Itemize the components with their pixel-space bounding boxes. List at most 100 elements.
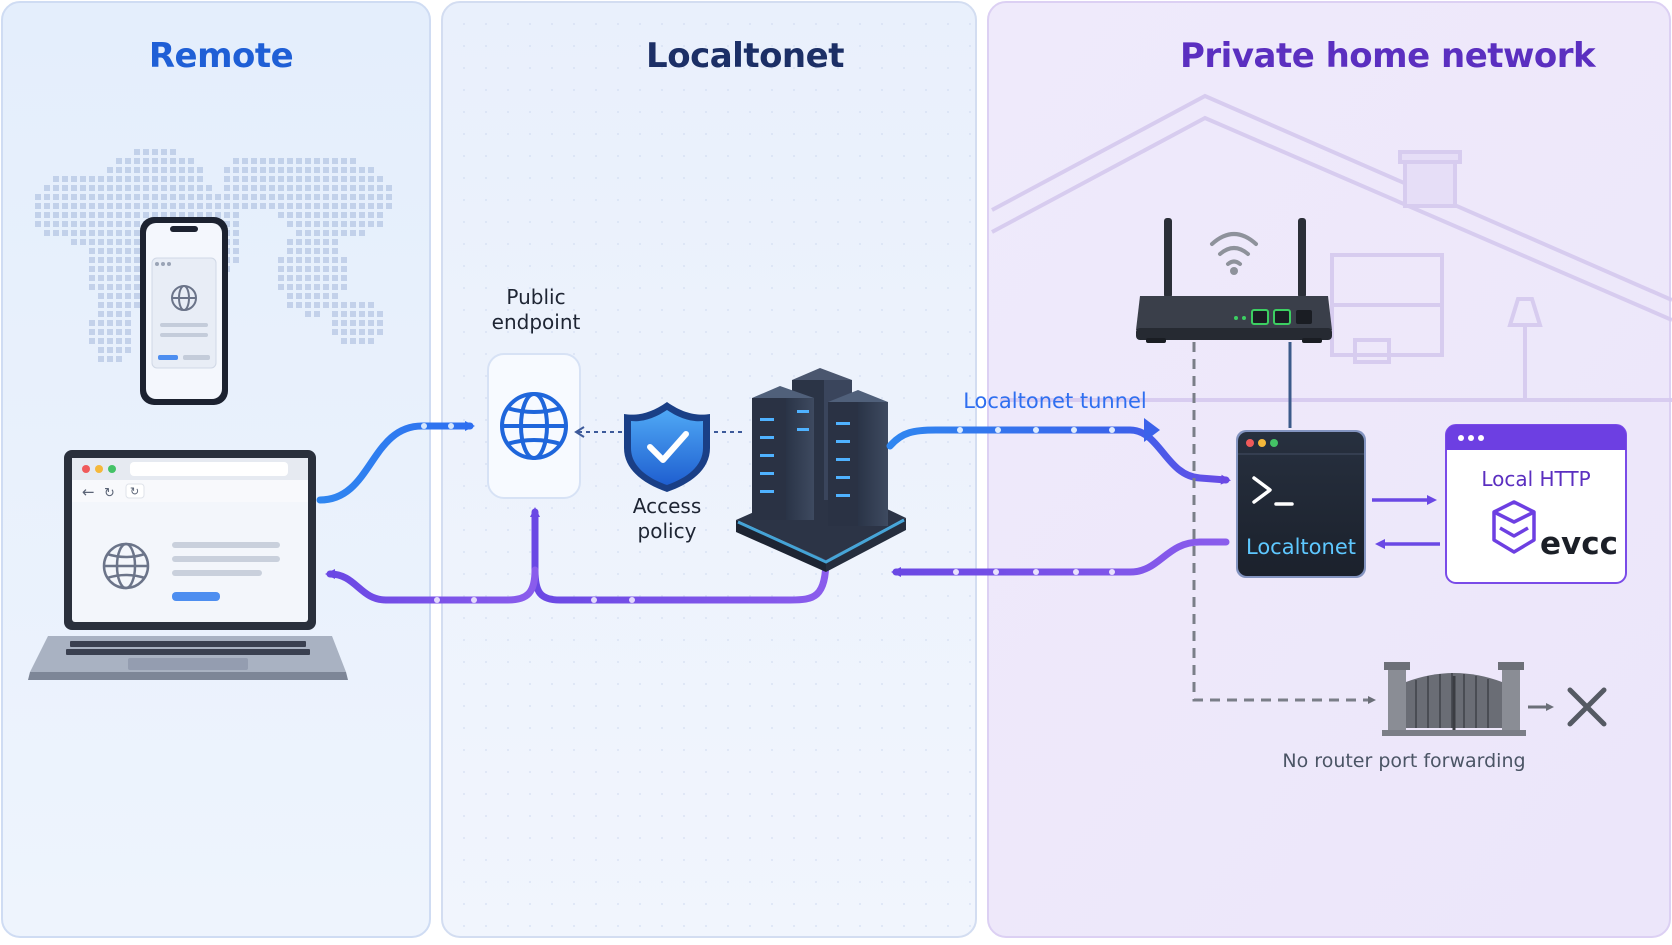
world-map-dot [80, 239, 86, 245]
world-map-dot [314, 239, 320, 245]
world-map-dot [350, 329, 356, 335]
world-map-dot [215, 203, 221, 209]
world-map-dot [323, 221, 329, 227]
world-map-dot [107, 293, 113, 299]
world-map-dot [107, 329, 113, 335]
public-endpoint-label-line2: endpoint [491, 310, 581, 334]
world-map-dot [125, 275, 131, 281]
local-http-service-window[interactable] [1445, 424, 1627, 584]
world-map-dot [107, 185, 113, 191]
world-map-dot [350, 302, 356, 308]
world-map-dot [98, 185, 104, 191]
world-map-dot [35, 212, 41, 218]
world-map-dot [341, 275, 347, 281]
world-map-dot [98, 194, 104, 200]
world-map-dot [269, 176, 275, 182]
laptop-icon: ← ↻ ↻ [28, 450, 348, 680]
world-map-dot [125, 167, 131, 173]
world-map-dot [314, 158, 320, 164]
world-map-dot [44, 221, 50, 227]
world-map-dot [35, 221, 41, 227]
world-map-dot [98, 176, 104, 182]
world-map-dot [350, 230, 356, 236]
world-map-dot [260, 176, 266, 182]
world-map-dot [116, 176, 122, 182]
world-map-dot [287, 194, 293, 200]
world-map-dot [332, 293, 338, 299]
world-map-dot [323, 284, 329, 290]
world-map-dot [116, 248, 122, 254]
blocked-x-icon [1567, 687, 1607, 727]
world-map-dot [341, 185, 347, 191]
world-map-dot [341, 176, 347, 182]
world-map-dot [296, 185, 302, 191]
world-map-dot [314, 185, 320, 191]
world-map-dot [53, 221, 59, 227]
world-map-dot [98, 266, 104, 272]
local-http-label: Local HTTP [1481, 467, 1591, 491]
port-forward-dashed-path [1192, 342, 1376, 704]
world-map-dot [62, 194, 68, 200]
world-map-dot [125, 302, 131, 308]
world-map-dot [350, 158, 356, 164]
world-map-dot [260, 158, 266, 164]
world-map-dot [305, 221, 311, 227]
world-map-dot [53, 230, 59, 236]
world-map-dot [98, 302, 104, 308]
world-map-dot [107, 203, 113, 209]
world-map-dot [368, 203, 374, 209]
world-map-dot [44, 230, 50, 236]
return-tunnel-dots [953, 569, 1115, 575]
localtonet-client-terminal[interactable] [1236, 430, 1366, 578]
world-map-dot [341, 329, 347, 335]
world-map-dot [224, 203, 230, 209]
terminal-prompt-icon [1252, 476, 1272, 504]
world-map-dot [323, 194, 329, 200]
world-map-dot [197, 167, 203, 173]
world-map-dot [161, 176, 167, 182]
world-map-dot [134, 293, 140, 299]
world-map-dot [332, 158, 338, 164]
world-map-dot [89, 248, 95, 254]
world-map-dot [161, 149, 167, 155]
world-map-icon [35, 149, 392, 362]
world-map-dot [269, 158, 275, 164]
world-map-dot [269, 185, 275, 191]
world-map-dot [341, 257, 347, 263]
world-map-dot [188, 194, 194, 200]
world-map-dot [368, 302, 374, 308]
world-map-dot [296, 248, 302, 254]
world-map-dot [134, 176, 140, 182]
world-map-dot [251, 176, 257, 182]
world-map-dot [116, 320, 122, 326]
world-map-dot [278, 167, 284, 173]
world-map-dot [44, 194, 50, 200]
no-port-forwarding-label: No router port forwarding [1282, 750, 1526, 772]
world-map-dot [386, 185, 392, 191]
world-map-dot [44, 185, 50, 191]
world-map-dot [332, 302, 338, 308]
public-endpoint-globe-icon[interactable] [487, 353, 581, 499]
world-map-dot [350, 311, 356, 317]
world-map-dot [359, 176, 365, 182]
world-map-dot [107, 167, 113, 173]
world-map-dot [116, 185, 122, 191]
world-map-dot [116, 194, 122, 200]
world-map-dot [71, 194, 77, 200]
world-map-dot [125, 230, 131, 236]
world-map-dot [134, 212, 140, 218]
world-map-dot [233, 230, 239, 236]
world-map-dot [89, 329, 95, 335]
world-map-dot [377, 212, 383, 218]
world-map-dot [323, 167, 329, 173]
world-map-dot [143, 212, 149, 218]
world-map-dot [233, 185, 239, 191]
world-map-dot [260, 167, 266, 173]
world-map-dot [179, 185, 185, 191]
world-map-dot [305, 311, 311, 317]
world-map-dot [359, 212, 365, 218]
world-map-dot [233, 158, 239, 164]
world-map-dot [368, 221, 374, 227]
world-map-dot [179, 203, 185, 209]
world-map-dot [89, 338, 95, 344]
